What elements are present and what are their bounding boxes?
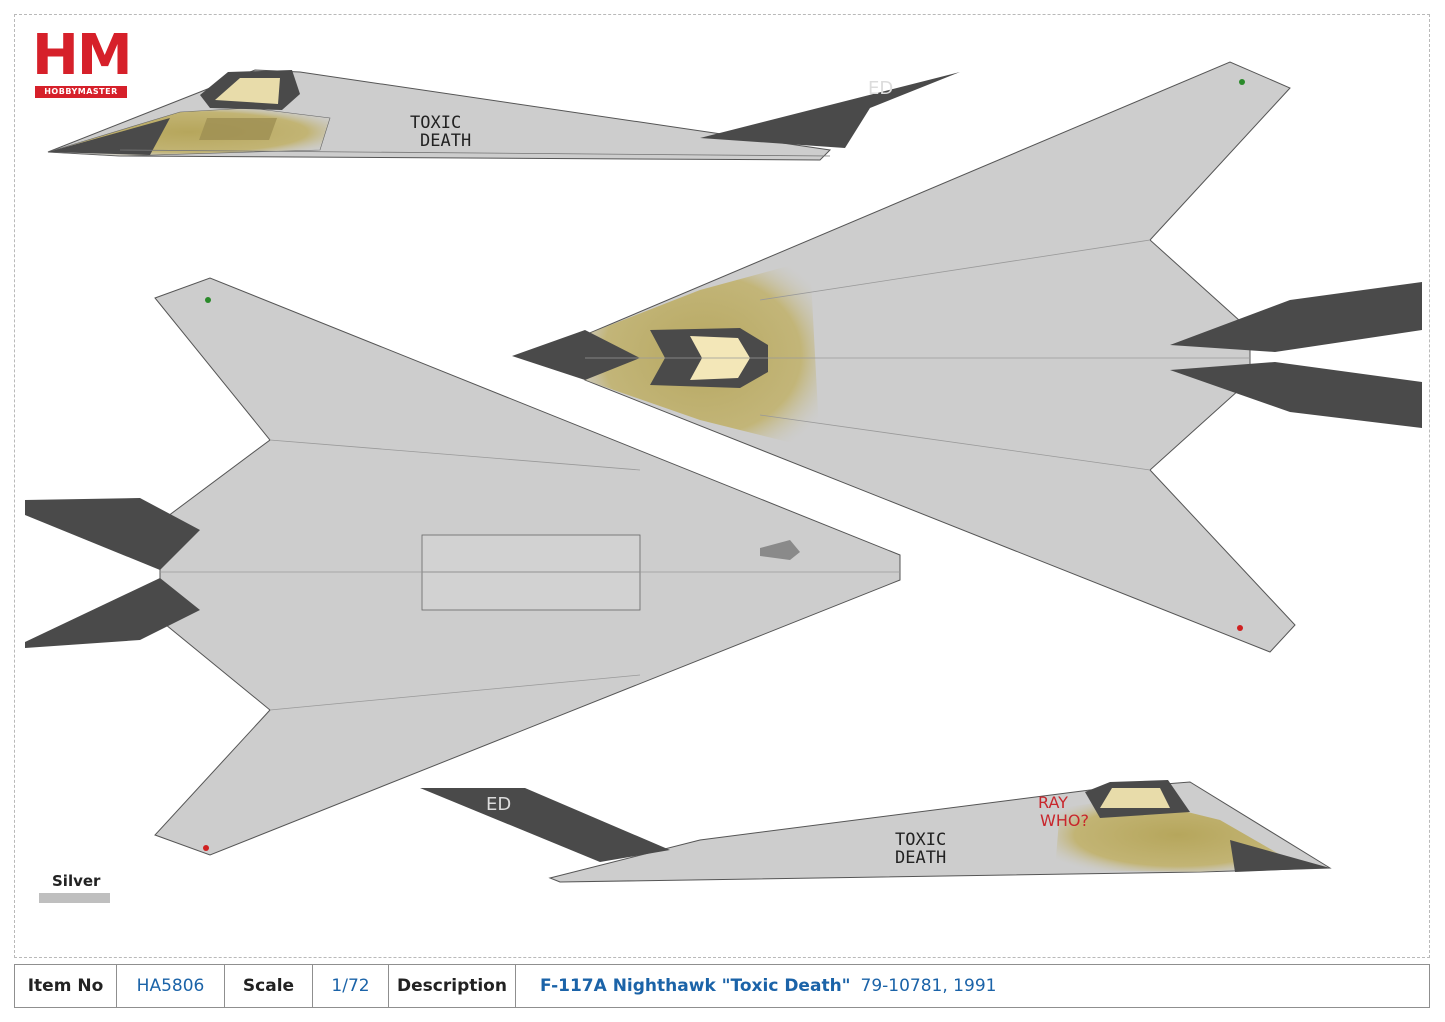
side-top-tail <box>700 72 960 148</box>
description-label: Description <box>389 965 516 1007</box>
upper-tail-top <box>1170 282 1422 352</box>
paint-swatch-label: Silver <box>52 872 101 890</box>
side-bottom-tail <box>420 788 670 862</box>
side-bottom-toxic-text: TOXIC <box>895 830 946 850</box>
scale-value: 1/72 <box>313 965 389 1007</box>
spec-table: Item No HA5806 Scale 1/72 Description F-… <box>14 964 1430 1008</box>
lower-tail-bottom <box>25 578 200 648</box>
side-top-death-text: DEATH <box>420 131 471 151</box>
logo-hm-text: HM <box>32 23 133 88</box>
side-bottom-tail-code: ED <box>486 794 511 815</box>
plan-view-lower <box>25 277 901 856</box>
scale-label: Scale <box>225 965 313 1007</box>
side-top-nose-tip <box>48 118 170 155</box>
side-top-tail-code: ED <box>868 78 893 99</box>
upper-tail-bottom <box>1170 362 1422 428</box>
side-top-canopy-glass <box>215 78 280 104</box>
hobbymaster-logo: HM HOBBYMASTER <box>32 23 133 104</box>
side-bottom-who-text: WHO? <box>1040 811 1089 830</box>
drawing-frame <box>14 14 1430 958</box>
side-bottom-death-text: DEATH <box>895 848 946 868</box>
description-extra: 79-10781, 1991 <box>860 976 997 996</box>
side-top-toxic-text: TOXIC <box>410 113 461 133</box>
side-bottom-nose-tip <box>1230 840 1330 872</box>
paint-swatch <box>39 893 110 903</box>
item-no-value: HA5806 <box>117 965 225 1007</box>
upper-nose-tip <box>512 330 640 380</box>
description-name: F-117A Nighthawk "Toxic Death" <box>540 976 851 996</box>
side-bottom-ray-text: RAY <box>1038 793 1068 812</box>
side-view-top: TOXIC DEATH ED <box>47 69 960 161</box>
description-value: F-117A Nighthawk "Toxic Death" 79-10781,… <box>516 965 1429 1007</box>
plan-view-upper <box>512 61 1422 653</box>
logo-subtext: HOBBYMASTER <box>35 86 127 98</box>
item-no-label: Item No <box>15 965 117 1007</box>
side-bottom-canopy-glass <box>1100 788 1170 808</box>
side-view-bottom: ED TOXIC DEATH RAY WHO? <box>420 780 1332 883</box>
lower-tail-top <box>25 498 200 570</box>
